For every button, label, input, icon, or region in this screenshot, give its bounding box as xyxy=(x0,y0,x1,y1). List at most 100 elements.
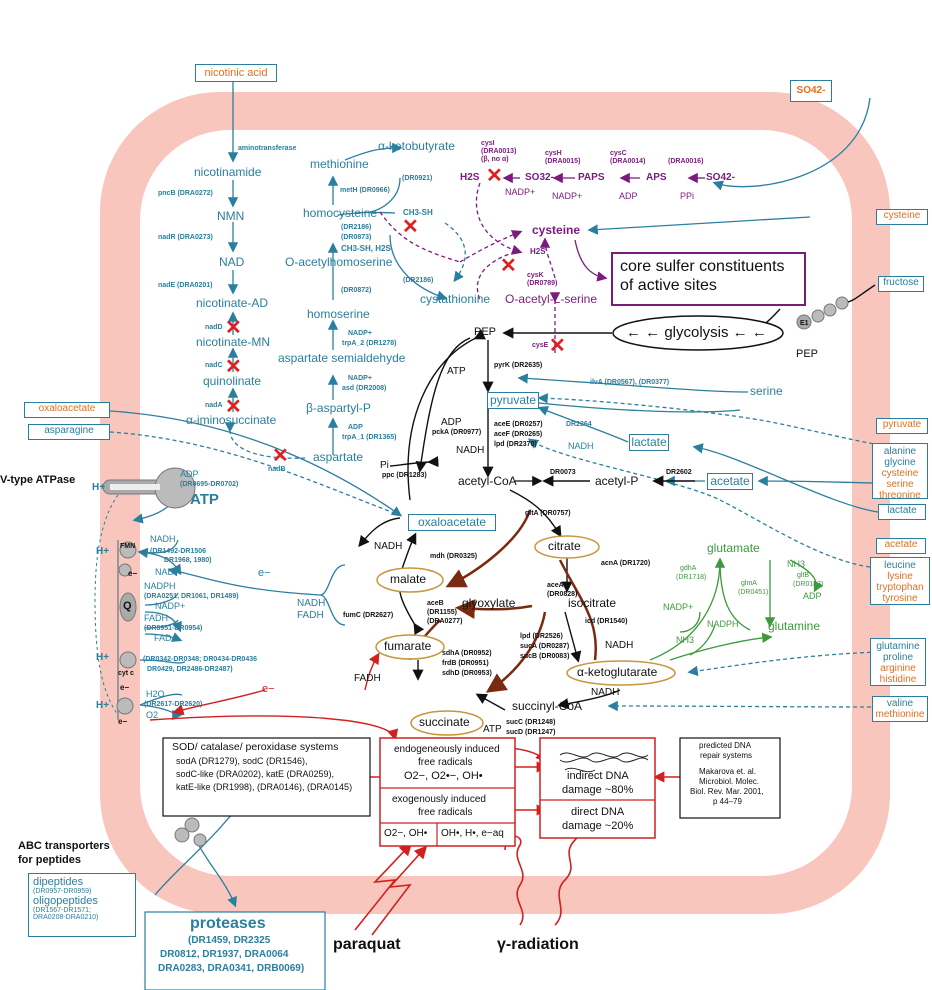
lactate-input: lactate xyxy=(878,504,926,520)
acetate-box: acetate xyxy=(707,473,753,490)
gltb-id: (DR0183) xyxy=(793,581,824,588)
glycolysis: ← ← glycolysis ← ← xyxy=(626,324,767,341)
indirect-line1: indirect DNA xyxy=(567,770,629,782)
aa-group3-box: glutamine proline arginine histidine xyxy=(870,638,926,686)
cyse-label: cysE xyxy=(532,342,549,349)
hplus-3: H+ xyxy=(96,652,110,663)
x-mark-nadB: ✕ xyxy=(272,445,289,467)
etc-nadh-ids1: (DR1492-DR1506 xyxy=(150,548,207,555)
adp-sulfur: ADP xyxy=(619,191,638,201)
nadp2-label: NADP+ xyxy=(348,375,372,382)
etc-h2o-ids: (DR2617-DR2620) xyxy=(144,701,203,708)
acetate: acetate xyxy=(710,474,750,488)
nh3-b: NH3 xyxy=(676,635,695,645)
icd-label: icd (DR1540) xyxy=(585,618,628,625)
cysteine-input: cysteine xyxy=(876,209,928,225)
gdha-label: gdhA xyxy=(680,565,697,572)
glutamate: glutamate xyxy=(707,541,760,555)
homoserine: homoserine xyxy=(307,307,370,321)
homocysteine: homocysteine xyxy=(303,206,378,220)
pi-label: Pi xyxy=(380,460,389,471)
cytc-label: cyt c xyxy=(118,670,134,677)
core-sulfer-box xyxy=(611,252,806,306)
fadh-etc-label: FADH xyxy=(297,610,324,621)
oligopeptides-label: oligopeptides xyxy=(33,895,98,907)
hplus-2: H+ xyxy=(96,546,110,557)
nadph-green: NADPH xyxy=(707,619,739,629)
nadp-a: NADP+ xyxy=(505,187,536,197)
acee-label: aceE (DR0257) xyxy=(494,421,543,428)
atp-central: ATP xyxy=(447,366,466,377)
dna-icon xyxy=(559,752,649,773)
acetyl-p: acetyl-P xyxy=(595,474,639,488)
pyruvate-input-label: pyruvate xyxy=(882,419,922,430)
proteases-line2: DR0812, DR1937, DRA0064 xyxy=(160,949,289,960)
citrate: citrate xyxy=(548,539,581,553)
fmn-label: FMN xyxy=(120,543,136,550)
lactate-input-label: lactate xyxy=(887,505,917,516)
oxaloacetate-box: oxaloacetate xyxy=(408,514,496,531)
dr0921-label: (DR0921) xyxy=(402,175,433,182)
cysh-label: cysH xyxy=(545,150,562,157)
cysi-label: cysI xyxy=(481,140,495,147)
x-mark-homocysteine: ✕ xyxy=(402,216,419,238)
succinyl-coa: succinyl-CoA xyxy=(512,699,583,713)
etc-atp: ATP xyxy=(190,491,219,508)
eminus-red: e− xyxy=(262,683,275,695)
methionine: methionine xyxy=(310,157,369,171)
threonine-label: threonine xyxy=(879,490,921,501)
sod-line3: katE-like (DR1998), (DRA0146), (DRA0145) xyxy=(176,782,353,792)
paraquat-label: paraquat xyxy=(333,936,401,953)
methionine-input-label: methionine xyxy=(875,709,925,720)
exo-line3a: O2−, OH• xyxy=(384,828,428,839)
ch3sh-label: CH3-SH xyxy=(403,208,433,217)
glta-label: gltA (DR0757) xyxy=(525,510,571,517)
ketobutyrate: α-ketobutyrate xyxy=(378,139,455,153)
nade-label: nadE (DRA0201) xyxy=(158,282,213,289)
oxaloacetate-input-label: oxaloacetate xyxy=(38,403,96,414)
dr0872-label: (DR0872) xyxy=(341,287,372,294)
ppi: PPi xyxy=(680,191,695,201)
nadp1-label: NADP+ xyxy=(348,330,372,337)
etc-nadh: NADH xyxy=(150,534,176,544)
suca-label: sucA (DR0287) xyxy=(520,643,570,650)
gltb-label: gltB xyxy=(797,572,810,579)
lpd2-label: lpd (DR2526) xyxy=(520,633,563,640)
so4-internal: SO42- xyxy=(706,172,735,183)
dipeptides-ids: (DR0957-DR0959) xyxy=(33,888,92,895)
endo-line1: endogeneously induced xyxy=(394,744,500,755)
etc-fadh: FADH xyxy=(144,613,169,623)
glma-id: (DR0451) xyxy=(738,589,769,596)
nicotinic-acid-input: nicotinic acid xyxy=(195,64,277,82)
nh3-a: NH3 xyxy=(787,559,806,569)
glyoxylate: glyoxylate xyxy=(462,596,516,610)
meth-label: metH (DR0966) xyxy=(340,187,390,194)
gamma-radiation-label: γ-radiation xyxy=(497,936,579,953)
nicotinate-ad: nicotinate-AD xyxy=(196,296,269,310)
fructose-input: fructose xyxy=(878,276,924,292)
pcka-label: pckA (DR0977) xyxy=(432,429,482,436)
etc-h2o: H2O xyxy=(146,689,165,699)
repair-line1: predicted DNA xyxy=(699,741,752,750)
acea-id: (DR0828) xyxy=(547,591,578,598)
dr2602-label: DR2602 xyxy=(666,469,692,476)
frdb-label: frdB (DR0951) xyxy=(442,660,489,667)
nad: NAD xyxy=(219,255,245,269)
leucine-label: leucine xyxy=(884,560,916,571)
aminotransferase-label: aminotransferase xyxy=(238,145,297,152)
oxaloacetate-input: oxaloacetate xyxy=(24,402,110,418)
x-mark-cysE: ✕ xyxy=(549,335,566,357)
fructose-label: fructose xyxy=(883,277,919,288)
etc-adp-ids: (DR0695-DR0702) xyxy=(180,481,239,488)
cysc-id: (DRA0014) xyxy=(610,158,646,165)
nadh-icd: NADH xyxy=(605,640,634,651)
aceb-id2: (DRA0277) xyxy=(427,618,463,625)
pts-transporter xyxy=(796,284,876,330)
etc-fadh-ids: (DR0951-DR0954) xyxy=(144,625,203,632)
nada-label: nadA xyxy=(205,402,223,409)
adp-aa-label: ADP xyxy=(348,424,363,431)
fumc-label: fumC (DR2627) xyxy=(343,612,394,619)
dra0016-label: (DRA0016) xyxy=(668,158,704,165)
so4-input: SO42- xyxy=(790,80,832,102)
exo-line2: free radicals xyxy=(418,807,473,818)
